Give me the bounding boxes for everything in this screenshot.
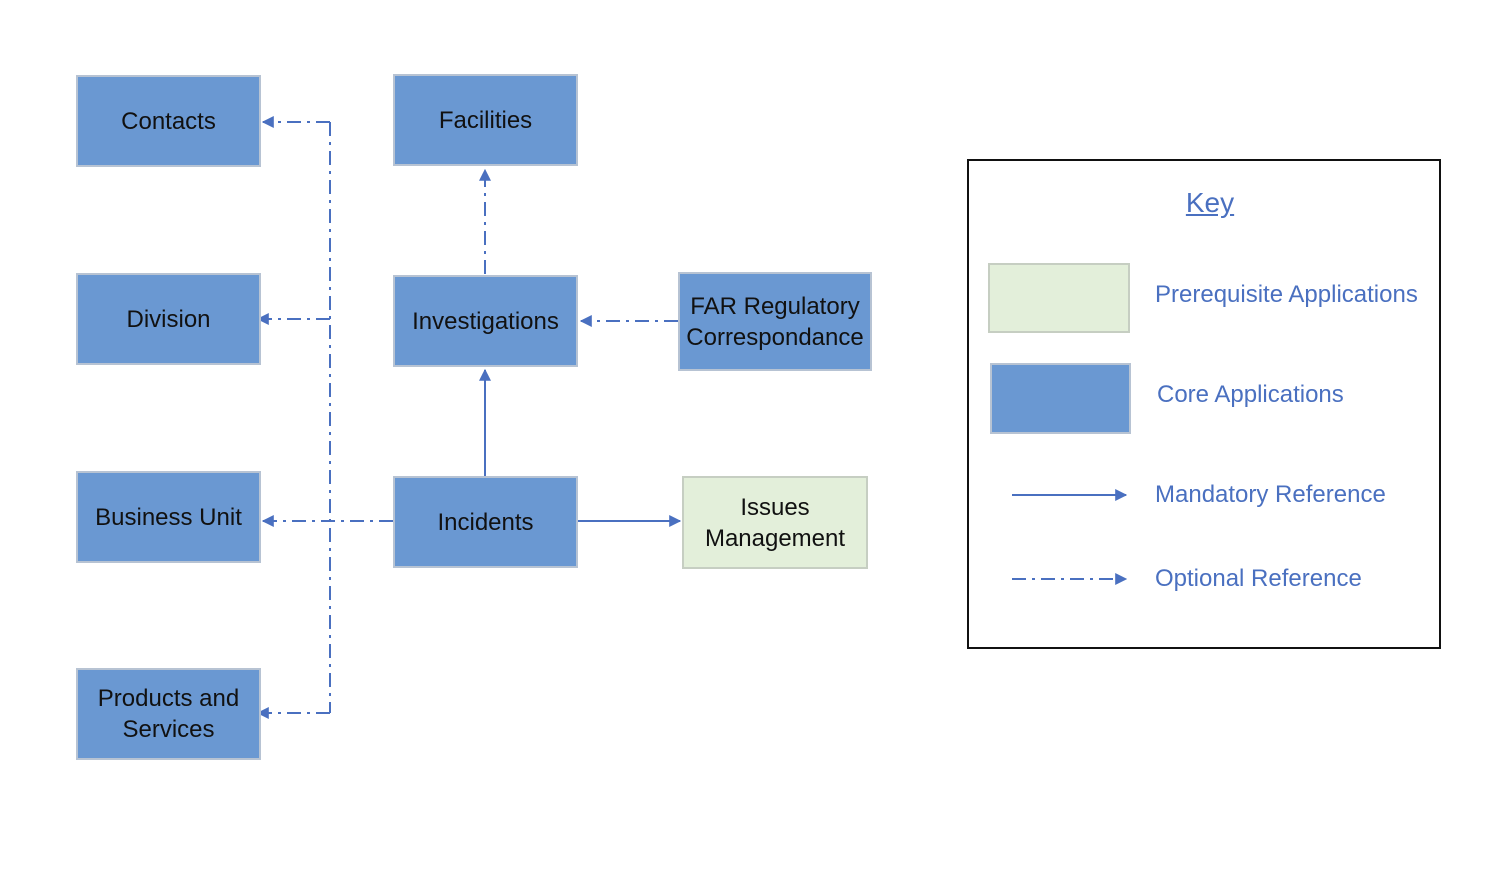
node-products-and-services: Products and Services	[76, 668, 261, 760]
legend-mandatory-label: Mandatory Reference	[1155, 481, 1386, 508]
node-far-regulatory-correspondance: FAR Regulatory Correspondance	[678, 272, 872, 371]
node-investigations: Investigations	[393, 275, 578, 367]
legend-optional-label: Optional Reference	[1155, 565, 1362, 592]
node-facilities: Facilities	[393, 74, 578, 166]
node-contacts: Contacts	[76, 75, 261, 167]
legend-title: Key	[1185, 187, 1235, 218]
node-issues-management: Issues Management	[682, 476, 868, 569]
node-division: Division	[76, 273, 261, 365]
legend-core-swatch	[990, 363, 1131, 434]
legend-prerequisite-label: Prerequisite Applications	[1155, 281, 1418, 308]
legend-core-label: Core Applications	[1157, 381, 1344, 408]
node-business-unit: Business Unit	[76, 471, 261, 563]
node-incidents: Incidents	[393, 476, 578, 568]
legend-prerequisite-swatch	[988, 263, 1130, 333]
legend-box	[967, 159, 1441, 649]
